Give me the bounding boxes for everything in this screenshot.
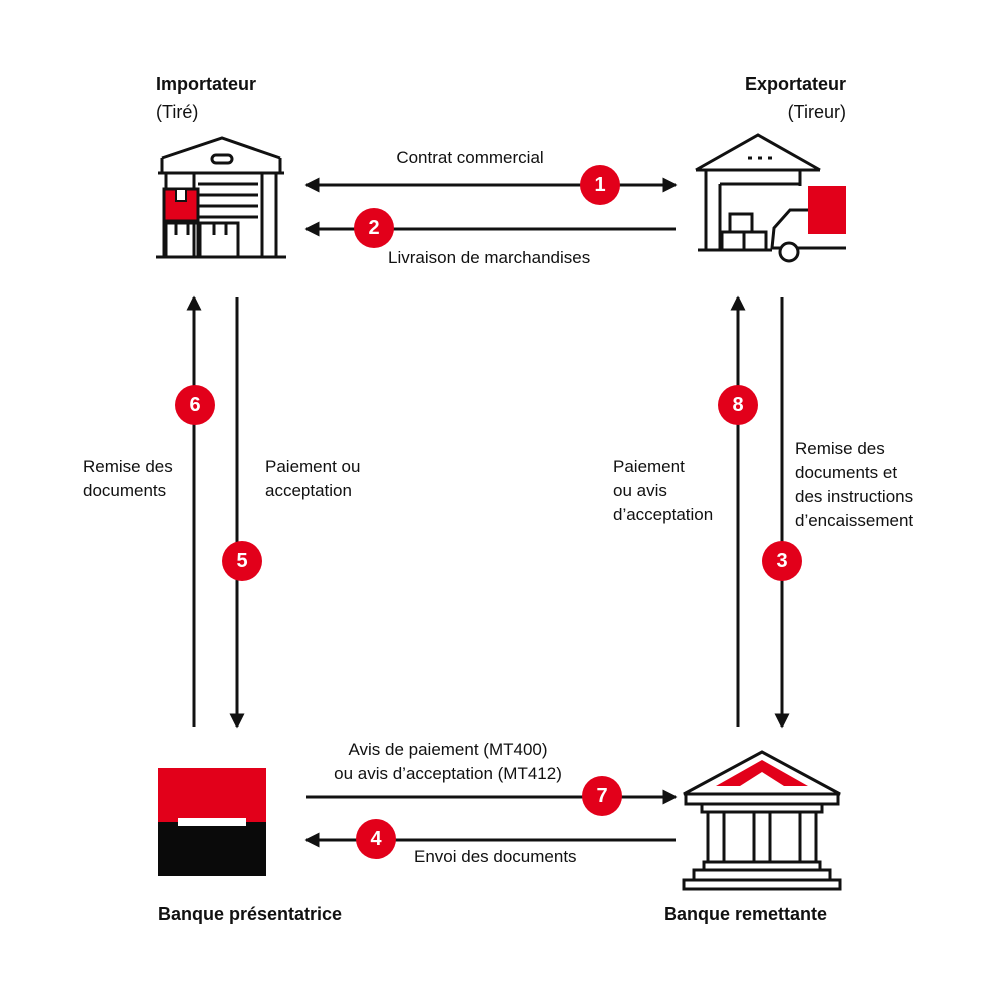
- exporter-title: Exportateur: [744, 74, 846, 94]
- step-8-label: Paiement ou avis d’acceptation: [613, 457, 714, 524]
- presenting-bank-title: Banque présentatrice: [158, 904, 343, 924]
- step-5-badge: 5: [222, 541, 262, 581]
- importer-title: Importateur: [156, 74, 257, 94]
- step-2-label: Livraison de marchandises: [388, 248, 591, 267]
- step-3-label: Remise des documents et des instructions…: [795, 439, 914, 530]
- warehouse-truck-icon: [695, 133, 846, 263]
- step-5-label: Paiement ou acceptation: [265, 457, 361, 500]
- bank-logo-icon: [158, 768, 266, 876]
- step-2-badge: 2: [354, 208, 394, 248]
- step-4-label: Envoi des documents: [414, 847, 577, 866]
- step-1-label: Contrat commercial: [396, 148, 544, 167]
- step-7-badge: 7: [582, 776, 622, 816]
- step-6-badge: 6: [175, 385, 215, 425]
- step-6-label: Remise des documents: [83, 457, 173, 500]
- step-8-badge: 8: [718, 385, 758, 425]
- step-1-badge: 1: [580, 165, 620, 205]
- exporter-subtitle: (Tireur): [787, 102, 846, 122]
- step-4-badge: 4: [356, 819, 396, 859]
- remitting-bank-title: Banque remettante: [664, 904, 828, 924]
- step-3-badge: 3: [762, 541, 802, 581]
- step-7-label: Avis de paiement (MT400) ou avis d’accep…: [334, 740, 562, 783]
- importer-subtitle: (Tiré): [156, 102, 199, 122]
